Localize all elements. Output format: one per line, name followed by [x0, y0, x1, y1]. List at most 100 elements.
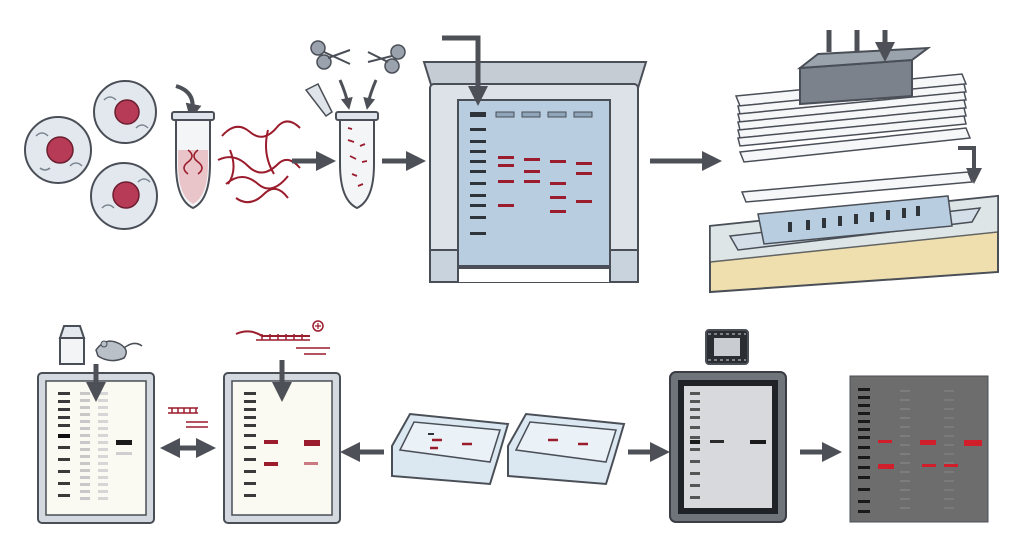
smear-band [98, 413, 108, 416]
ladder-band [470, 170, 486, 173]
dna-band [498, 204, 514, 207]
smear-band [900, 408, 910, 410]
ladder-band [858, 476, 870, 479]
ladder-band [58, 446, 70, 449]
ladder-band [858, 396, 870, 399]
dna-band [498, 156, 514, 159]
smear-band [80, 434, 90, 437]
ladder-band [470, 150, 486, 153]
smear-band [80, 497, 90, 500]
smear-band [98, 427, 108, 430]
smear-band [944, 498, 954, 500]
ladder-band [244, 446, 256, 449]
ladder-band [58, 470, 70, 473]
dna-band [576, 162, 592, 165]
dna-band [524, 180, 540, 183]
ladder-band [858, 446, 870, 449]
ladder-band [858, 412, 870, 415]
curved-arrow [175, 84, 202, 120]
ladder-band [58, 392, 70, 395]
ladder-band [690, 496, 700, 499]
ladder-band [244, 482, 256, 485]
smear-band [80, 483, 90, 486]
smear-band [944, 489, 954, 491]
smear-band [80, 469, 90, 472]
smear-band [900, 489, 910, 491]
ladder-band [690, 460, 700, 463]
labeled-probe-icon [168, 407, 208, 428]
labeled-probe-icon-2 [235, 320, 330, 355]
ladder-band [58, 434, 70, 438]
smear-band [944, 462, 954, 464]
ladder-band [470, 216, 486, 219]
smear-band [900, 417, 910, 419]
ladder-band [244, 416, 256, 419]
gel-wells [470, 111, 593, 118]
microcentrifuge-tube-icon [171, 111, 215, 210]
ladder-band [58, 494, 70, 497]
ladder-band [58, 416, 70, 419]
ladder-band [690, 472, 700, 475]
hybridization-tray-icon [391, 412, 510, 486]
ladder-band [244, 392, 256, 395]
smear-band [944, 408, 954, 410]
ladder-band [690, 436, 700, 439]
scissors-arrow-right [363, 79, 378, 110]
smear-band [900, 498, 910, 500]
ladder-band [470, 140, 486, 143]
hybrid-band [264, 462, 278, 466]
hybridization-tray-icon-2 [507, 412, 626, 486]
dna-band [550, 210, 566, 213]
film-band [750, 440, 766, 444]
ladder-band [690, 484, 700, 487]
smear-band [98, 483, 108, 486]
blocking-blot [37, 325, 155, 524]
signal-band [878, 464, 894, 469]
signal-band [878, 440, 892, 443]
smear-band [98, 455, 108, 458]
gel-bands [470, 128, 592, 235]
smear-band [80, 406, 90, 409]
smear-band [98, 497, 108, 500]
smear-band [900, 435, 910, 437]
ladder-band [244, 408, 256, 411]
ladder-band [690, 400, 700, 403]
film-band [710, 440, 724, 443]
smear-band [80, 490, 90, 493]
scissors-icon-2 [367, 44, 406, 74]
ladder-band [858, 466, 870, 469]
smear-band [98, 441, 108, 444]
smear-band [944, 435, 954, 437]
dna-band [550, 196, 566, 199]
smear-band [80, 455, 90, 458]
ladder-band [690, 416, 700, 419]
dna-strands-icon [217, 120, 301, 204]
smear-band [900, 471, 910, 473]
scissors-arrow-left [338, 79, 353, 110]
hybrid-band [264, 440, 278, 444]
smear-band [98, 462, 108, 465]
smear-band [900, 399, 910, 401]
ladder-band [858, 388, 870, 391]
smear-band [80, 476, 90, 479]
ladder-band [470, 182, 486, 185]
smear-band [900, 453, 910, 455]
smear-band [944, 426, 954, 428]
dna-band [524, 170, 540, 173]
ladder-band [858, 510, 870, 513]
dna-band [576, 172, 592, 175]
ladder-band [858, 488, 870, 491]
film-icon [705, 329, 749, 365]
ladder-band [58, 458, 70, 461]
dna-band [498, 164, 514, 167]
smear-band [98, 448, 108, 451]
smear-band [98, 434, 108, 437]
ladder-band [690, 448, 700, 451]
probe-band [116, 440, 132, 445]
smear-band [900, 462, 910, 464]
milk-carton-icon [58, 325, 86, 365]
smear-band [944, 453, 954, 455]
smear-band [900, 426, 910, 428]
ladder-band [470, 160, 486, 163]
